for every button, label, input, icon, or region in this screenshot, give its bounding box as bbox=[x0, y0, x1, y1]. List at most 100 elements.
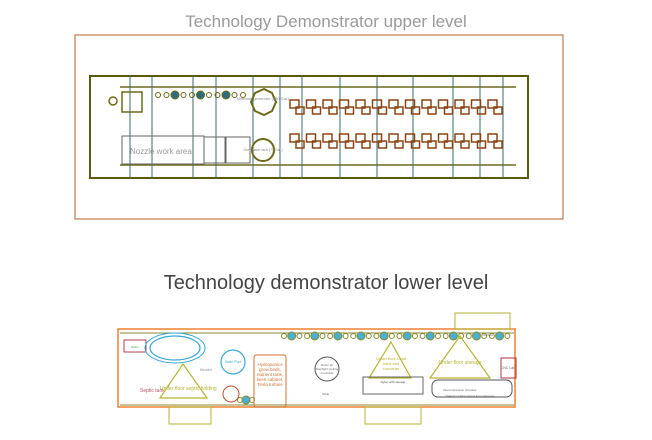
plant bbox=[155, 92, 161, 98]
plant bbox=[327, 333, 334, 339]
seat bbox=[295, 106, 305, 115]
seat bbox=[311, 140, 322, 149]
table-label: Table bbox=[322, 392, 330, 396]
seat bbox=[394, 106, 404, 115]
septic-label: Septic tank bbox=[140, 388, 165, 394]
plant bbox=[214, 92, 221, 98]
seat bbox=[289, 133, 300, 143]
seat bbox=[361, 106, 371, 115]
plant bbox=[221, 90, 231, 100]
seat bbox=[487, 99, 498, 109]
seat bbox=[443, 106, 454, 115]
seat bbox=[470, 99, 482, 109]
plant bbox=[365, 333, 372, 339]
plant bbox=[163, 92, 170, 98]
under-septic-label: Under floor septic holding bbox=[160, 386, 217, 392]
plant bbox=[350, 333, 357, 339]
plant bbox=[231, 92, 238, 98]
decompression-chamber bbox=[431, 379, 513, 398]
seat bbox=[328, 106, 338, 115]
plant bbox=[481, 333, 488, 339]
plant bbox=[304, 333, 311, 339]
seat bbox=[322, 133, 333, 143]
plant bbox=[240, 92, 246, 98]
seat bbox=[328, 140, 338, 149]
hydroponics-area bbox=[253, 354, 287, 408]
decomp-label: Decompression chamber bbox=[443, 388, 476, 392]
seat bbox=[421, 99, 432, 109]
plant bbox=[373, 333, 380, 339]
seat bbox=[460, 106, 470, 115]
methane-generator bbox=[249, 87, 278, 117]
plant-row bbox=[237, 331, 511, 405]
seat bbox=[338, 99, 350, 109]
plant bbox=[356, 331, 366, 341]
seat bbox=[410, 106, 421, 115]
structural-ribs bbox=[129, 76, 504, 178]
seat bbox=[388, 99, 399, 109]
plant bbox=[396, 333, 403, 339]
plant bbox=[448, 331, 458, 341]
seat bbox=[344, 140, 355, 149]
seat bbox=[476, 106, 487, 115]
passenger-seats bbox=[289, 99, 503, 149]
seat bbox=[493, 140, 503, 149]
plant bbox=[281, 333, 287, 339]
seat bbox=[295, 140, 305, 149]
seat bbox=[493, 106, 503, 115]
under-storage-label: Under floor storage bbox=[439, 360, 482, 366]
seat bbox=[371, 99, 383, 109]
grey-water-label: Grey water tank (75 Gal.) bbox=[243, 148, 282, 152]
nylon-label: Nylon with storage bbox=[381, 380, 406, 384]
seat bbox=[377, 140, 388, 149]
surface-label: Surface bbox=[483, 333, 494, 337]
plant bbox=[419, 333, 426, 339]
plant bbox=[411, 333, 418, 339]
swim-pool bbox=[220, 349, 246, 375]
lower-hull bbox=[117, 328, 516, 408]
plant bbox=[495, 331, 505, 341]
seat bbox=[454, 133, 465, 143]
seat bbox=[289, 99, 300, 109]
seat bbox=[487, 133, 498, 143]
plant bbox=[379, 331, 389, 341]
decomp-note: (Selecting clothing and low floor mattre… bbox=[445, 395, 494, 398]
seat bbox=[437, 99, 449, 109]
seat bbox=[305, 99, 317, 109]
seat bbox=[361, 140, 371, 149]
seat bbox=[443, 140, 454, 149]
plant bbox=[465, 333, 472, 339]
seat bbox=[404, 133, 416, 143]
cnc-lab bbox=[500, 357, 517, 379]
seat bbox=[404, 99, 416, 109]
plant bbox=[472, 331, 481, 341]
pool-label: Swim Pool bbox=[225, 360, 242, 364]
seat bbox=[454, 99, 465, 109]
room-air-label: Room air filter/light (ceiling mounted) bbox=[315, 363, 339, 375]
plant bbox=[296, 333, 303, 339]
seat bbox=[427, 140, 437, 149]
plant bbox=[319, 333, 326, 339]
kitchen-label: Kitchen bbox=[200, 368, 212, 372]
plant bbox=[425, 331, 435, 341]
hydroponics-label: Hydroponics grow beds, nutrient tank, li… bbox=[256, 362, 284, 387]
plant bbox=[196, 90, 205, 100]
seat bbox=[460, 140, 470, 149]
plant-row bbox=[155, 90, 246, 100]
seat bbox=[322, 99, 333, 109]
cnc-label: CNC Lab bbox=[501, 366, 515, 370]
plant bbox=[180, 92, 187, 98]
seat bbox=[421, 133, 432, 143]
upper-frame bbox=[74, 34, 564, 220]
seat bbox=[470, 133, 482, 143]
seat bbox=[388, 133, 399, 143]
plant bbox=[435, 333, 441, 339]
plant bbox=[206, 92, 212, 98]
plant bbox=[342, 333, 349, 339]
plant bbox=[189, 92, 195, 98]
upper-level-title: Technology Demonstrator upper level bbox=[185, 12, 467, 31]
plant bbox=[442, 333, 449, 339]
seat bbox=[476, 140, 487, 149]
nozzle-label: Nozzle work area bbox=[130, 147, 192, 156]
